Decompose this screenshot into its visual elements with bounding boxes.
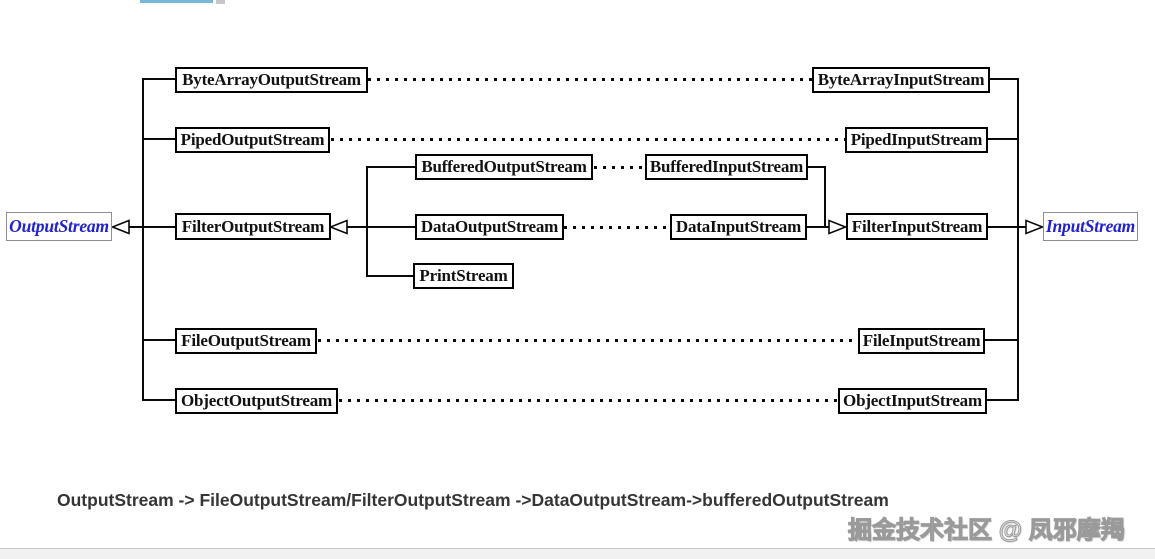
dotted-link-data [564, 226, 670, 229]
node-label: BufferedOutputStream [421, 157, 587, 176]
node-outputstream: OutputStream [6, 212, 112, 241]
dotted-link-piped [331, 138, 845, 141]
node-bufferedoutputstream: BufferedOutputStream [415, 154, 593, 180]
node-label: ObjectOutputStream [181, 391, 332, 410]
node-pipedoutputstream: PipedOutputStream [175, 127, 330, 153]
node-label: DataInputStream [675, 217, 802, 236]
connector-pipedinput [988, 138, 1019, 140]
top-link-underline [140, 0, 213, 3]
node-objectinputstream: ObjectInputStream [838, 388, 987, 414]
node-label: FilterInputStream [851, 216, 983, 236]
connector-filterinput-to-inputstream [988, 226, 1027, 228]
node-label: ByteArrayInputStream [817, 70, 985, 89]
node-label: ByteArrayOutputStream [182, 70, 361, 89]
right-middle-spine-line [824, 166, 826, 228]
node-label: PrintStream [419, 266, 508, 285]
node-pipedinputstream: PipedInputStream [845, 127, 988, 153]
bottom-bar [0, 548, 1155, 559]
dotted-link-file [318, 339, 858, 342]
connector-bufferedinput [808, 166, 826, 168]
node-filterinputstream: FilterInputStream [846, 213, 988, 240]
connector-datainput-to-filterinput [807, 226, 830, 228]
node-inputstream: InputStream [1043, 212, 1138, 241]
connector-fileoutput [142, 339, 175, 341]
top-cursor-fragment [216, 0, 225, 4]
connector-fileinput [985, 339, 1019, 341]
left-spine-line [142, 78, 144, 401]
dotted-link-object [339, 399, 838, 402]
node-label: PipedOutputStream [180, 130, 325, 149]
connector-bufferedoutput [366, 166, 415, 168]
inheritance-arrow-icon [1025, 219, 1044, 235]
node-bytearrayinputstream: ByteArrayInputStream [812, 67, 990, 93]
caption-text: OutputStream -> FileOutputStream/FilterO… [57, 490, 889, 510]
connector-dataoutput-to-filteroutput [347, 226, 415, 228]
node-label: DataOutputStream [420, 217, 559, 236]
node-fileinputstream: FileInputStream [858, 328, 985, 354]
node-label: ObjectInputStream [843, 391, 982, 410]
node-dataoutputstream: DataOutputStream [415, 214, 564, 240]
node-label: FileInputStream [862, 331, 981, 350]
node-fileoutputstream: FileOutputStream [175, 328, 317, 354]
connector-printstream [366, 275, 415, 277]
dotted-link-bytearray [368, 78, 812, 81]
connector-bytearrayinput [990, 78, 1019, 80]
middle-spine-line [366, 166, 368, 277]
dotted-link-buffered [594, 166, 645, 169]
node-label: FilterOutputStream [181, 216, 325, 236]
connector-bytearrayoutput [142, 78, 175, 80]
connector-pipedoutput [142, 138, 175, 140]
connector-filteroutput-to-outputstream [129, 226, 175, 228]
node-label: FileOutputStream [181, 331, 311, 350]
right-spine-line [1017, 78, 1019, 401]
inheritance-arrow-icon [329, 219, 348, 235]
node-label: InputStream [1045, 216, 1136, 236]
connector-objectoutput [142, 399, 175, 401]
node-label: PipedInputStream [850, 130, 983, 149]
node-filteroutputstream: FilterOutputStream [175, 213, 331, 240]
watermark-text: 掘金技术社区 @ 凤邪摩羯 [848, 517, 1126, 545]
inheritance-arrow-icon [111, 219, 130, 235]
node-bufferedinputstream: BufferedInputStream [645, 154, 808, 180]
inheritance-arrow-icon [828, 219, 847, 235]
node-printstream: PrintStream [413, 263, 514, 289]
node-objectoutputstream: ObjectOutputStream [175, 388, 338, 414]
node-datainputstream: DataInputStream [670, 214, 807, 240]
node-label: OutputStream [9, 216, 109, 236]
node-label: BufferedInputStream [649, 157, 804, 176]
node-bytearrayoutputstream: ByteArrayOutputStream [175, 67, 368, 93]
connector-objectinput [987, 399, 1019, 401]
